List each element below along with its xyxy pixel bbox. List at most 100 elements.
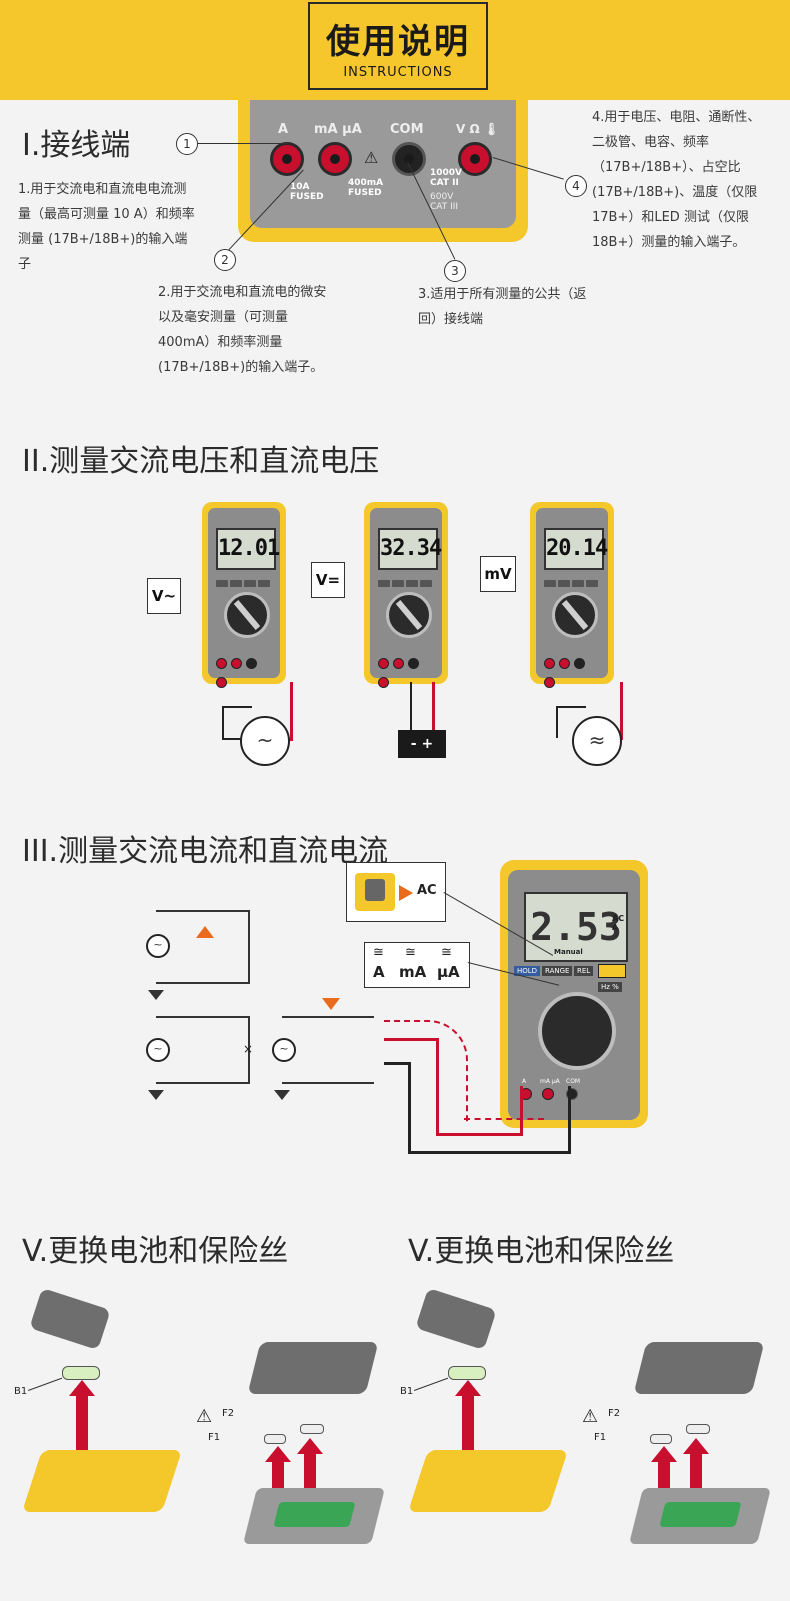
red-up-arrow-icon xyxy=(69,1380,95,1464)
meter-mv: 20.14 xyxy=(530,502,614,688)
jack-label-a: A xyxy=(278,122,289,137)
meter-dc-voltage: 32.34 xyxy=(364,502,448,688)
ground-icon xyxy=(148,1090,164,1100)
page-subtitle: INSTRUCTIONS xyxy=(343,65,453,80)
circuit-board xyxy=(243,1488,385,1544)
note-terminal-3: 3.适用于所有测量的公共（返回）接线端 xyxy=(418,287,587,327)
title-box: 使用说明 INSTRUCTIONS xyxy=(308,2,488,90)
meter-ac-voltage: 12.01 xyxy=(202,502,286,688)
label-f1: F1 xyxy=(594,1432,607,1443)
callout-1: 1 xyxy=(176,133,198,155)
warning-icon: ⚠ xyxy=(582,1406,599,1427)
lcd-unit: AC A xyxy=(612,914,625,932)
warning-icon: ⚠ xyxy=(364,148,379,167)
circuit-source-icon: ~ xyxy=(272,1038,296,1062)
battery-icon: - + xyxy=(398,730,446,758)
port-ma-label: mA µA xyxy=(540,1078,560,1085)
callout-4: 4 xyxy=(565,175,587,197)
page-title: 使用说明 xyxy=(326,22,470,62)
meter-back-cover xyxy=(247,1342,379,1394)
fuse-f1 xyxy=(264,1434,286,1444)
lcd-mv: 20.14 xyxy=(544,528,608,570)
orange-down-arrow-icon xyxy=(322,998,340,1010)
section-title-current: III.测量交流电流和直流电流 xyxy=(22,834,389,869)
hz-button[interactable]: Hz % xyxy=(598,982,622,992)
port-a-label: A xyxy=(522,1078,527,1085)
jack-ma xyxy=(318,142,352,176)
mode-icon-dc-v: V= xyxy=(311,562,345,598)
range-button[interactable]: RANGE xyxy=(542,966,573,976)
callout-3: 3 xyxy=(444,260,466,282)
leader-line-1 xyxy=(198,143,288,144)
fuse-f1 xyxy=(650,1434,672,1444)
rotary-dial xyxy=(552,592,598,638)
battery-door xyxy=(415,1287,497,1351)
lcd-dc-voltage: 32.34 xyxy=(378,528,442,570)
hint-ac-label: AC xyxy=(417,883,437,898)
circuit-board xyxy=(629,1488,771,1544)
ac-source-icon: ~ xyxy=(240,716,290,766)
fuse-f2 xyxy=(686,1424,710,1434)
note-terminal-1: 1.用于交流电和直流电电流测量（最高可测量 10 A）和频率测量 (17B+/1… xyxy=(18,182,195,272)
hold-button[interactable]: HOLD xyxy=(514,966,541,976)
battery-cells xyxy=(448,1366,486,1380)
red-up-arrow-icon xyxy=(683,1438,709,1496)
red-up-arrow-icon xyxy=(455,1380,481,1464)
lcd-current: 2.53 xyxy=(524,892,628,962)
circuit-closed xyxy=(156,910,250,984)
section-title-battery-left: V.更换电池和保险丝 xyxy=(22,1234,289,1269)
hint-box-button: AC xyxy=(346,862,446,922)
terminal-panel: A mA µA COM V Ω 🌡 ⚠ 400mA FUSED 10A FUSE… xyxy=(238,100,528,242)
battery-door xyxy=(29,1287,111,1351)
callout-2: 2 xyxy=(214,249,236,271)
ground-icon xyxy=(274,1090,290,1100)
jack-label-v: V Ω 🌡 xyxy=(456,122,500,136)
note-terminal-4: 4.用于电压、电阻、通断性、二极管、电容、频率（17B+/18B+）、占空比(1… xyxy=(592,110,761,250)
jack-a xyxy=(270,142,304,176)
label-f1: F1 xyxy=(208,1432,221,1443)
arrow-right-icon xyxy=(399,885,413,901)
hint-box-modes: A mA µA ≅ ≅ ≅ xyxy=(364,942,470,988)
yellow-button[interactable] xyxy=(598,964,626,978)
jack-v xyxy=(458,142,492,176)
label-f2: F2 xyxy=(608,1408,621,1419)
fuse-400-label: 400mA FUSED xyxy=(348,178,384,198)
jack-label-ma: mA µA xyxy=(314,122,362,137)
mode-ua-label: µA xyxy=(437,963,460,981)
orange-up-arrow-icon xyxy=(196,926,214,938)
circuit-open xyxy=(156,1016,250,1084)
fuse-10-label: 10A FUSED xyxy=(290,182,324,202)
section-title-terminals: I.接线端 xyxy=(22,128,131,163)
dashed-probe-path xyxy=(384,1020,468,1122)
rel-button[interactable]: REL xyxy=(574,966,594,976)
ground-icon xyxy=(148,990,164,1000)
meter-current: 2.53 AC A Manual HOLD RANGE REL Hz % A m… xyxy=(500,860,648,1128)
cat3-label: 600V CAT III xyxy=(430,192,459,212)
meter-case-yellow xyxy=(21,1450,183,1512)
circuit-measure xyxy=(282,1016,374,1084)
ac-source-icon: ≈ xyxy=(572,716,622,766)
rotary-dial xyxy=(538,992,616,1070)
port-com-label: COM xyxy=(566,1078,581,1085)
label-f2: F2 xyxy=(222,1408,235,1419)
label-b1: B1 xyxy=(400,1386,414,1397)
mode-icon-ac-v: V~ xyxy=(147,578,181,614)
warning-icon: ⚠ xyxy=(196,1406,213,1427)
mode-a-label: A xyxy=(373,963,385,981)
jack-label-com: COM xyxy=(390,122,424,137)
label-b1: B1 xyxy=(14,1386,28,1397)
circuit-source-icon: ~ xyxy=(146,934,170,958)
lcd-manual: Manual xyxy=(554,948,583,956)
rotary-dial xyxy=(224,592,270,638)
meter-back-cover xyxy=(633,1342,765,1394)
break-mark-icon: × xyxy=(243,1042,254,1056)
battery-cells xyxy=(62,1366,100,1380)
meter-case-yellow xyxy=(407,1450,569,1512)
mode-icon-mv: mV xyxy=(480,556,516,592)
lcd-ac-voltage: 12.01 xyxy=(216,528,280,570)
note-terminal-2: 2.用于交流电和直流电的微安以及毫安测量（可测量 400mA）和频率测量(17B… xyxy=(158,285,327,375)
circuit-source-icon: ~ xyxy=(146,1038,170,1062)
rotary-dial xyxy=(386,592,432,638)
mode-ma-label: mA xyxy=(399,963,427,981)
section-title-battery-right: V.更换电池和保险丝 xyxy=(408,1234,675,1269)
